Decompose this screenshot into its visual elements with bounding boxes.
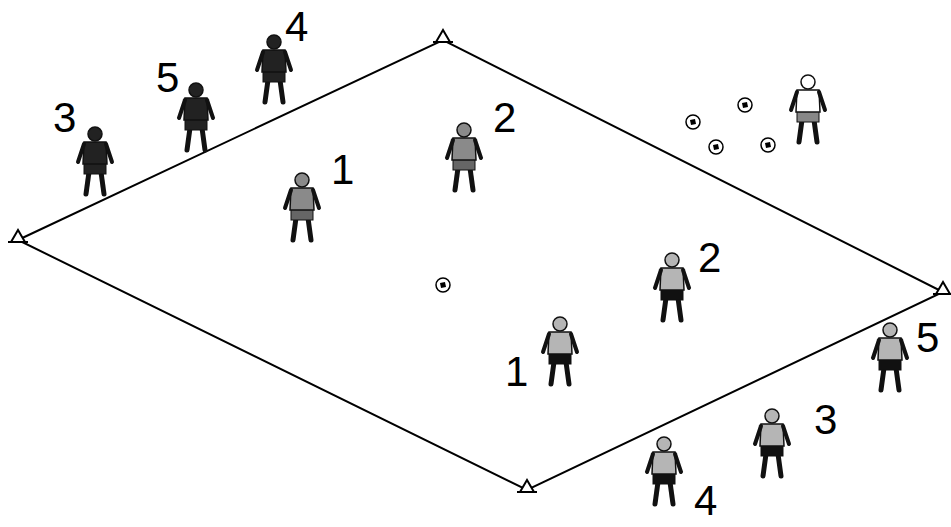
player-figure [755,409,789,476]
cone [8,230,28,242]
player-figure [647,437,681,504]
spare-ball [686,115,700,129]
callout-number: 4 [694,480,717,522]
spare-ball [709,140,723,154]
callout-number: 4 [285,6,308,48]
callout-number: 3 [814,399,837,441]
callout-number: 1 [505,351,528,393]
game-ball [436,278,450,292]
callout-number: 5 [916,317,939,359]
player-figure [543,317,577,384]
cone [517,480,537,492]
cone [433,30,453,42]
callout-number: 1 [331,149,354,191]
light-team [543,253,907,504]
dark-team-inside [285,123,481,240]
callout-number: 3 [53,97,76,139]
callout-number: 5 [156,57,179,99]
spare-ball [761,138,775,152]
cone [933,282,951,294]
player-figure [179,83,213,150]
callout-number: 2 [493,97,516,139]
dark-team [78,35,291,194]
player-figure [873,323,907,390]
field-boundary [18,40,943,490]
spare-ball [738,98,752,112]
player-figure [78,127,112,194]
player-figure [655,253,689,320]
player-figure [285,173,319,240]
player-figure [447,123,481,190]
callout-number: 2 [698,237,721,279]
coach-figure [791,75,825,142]
